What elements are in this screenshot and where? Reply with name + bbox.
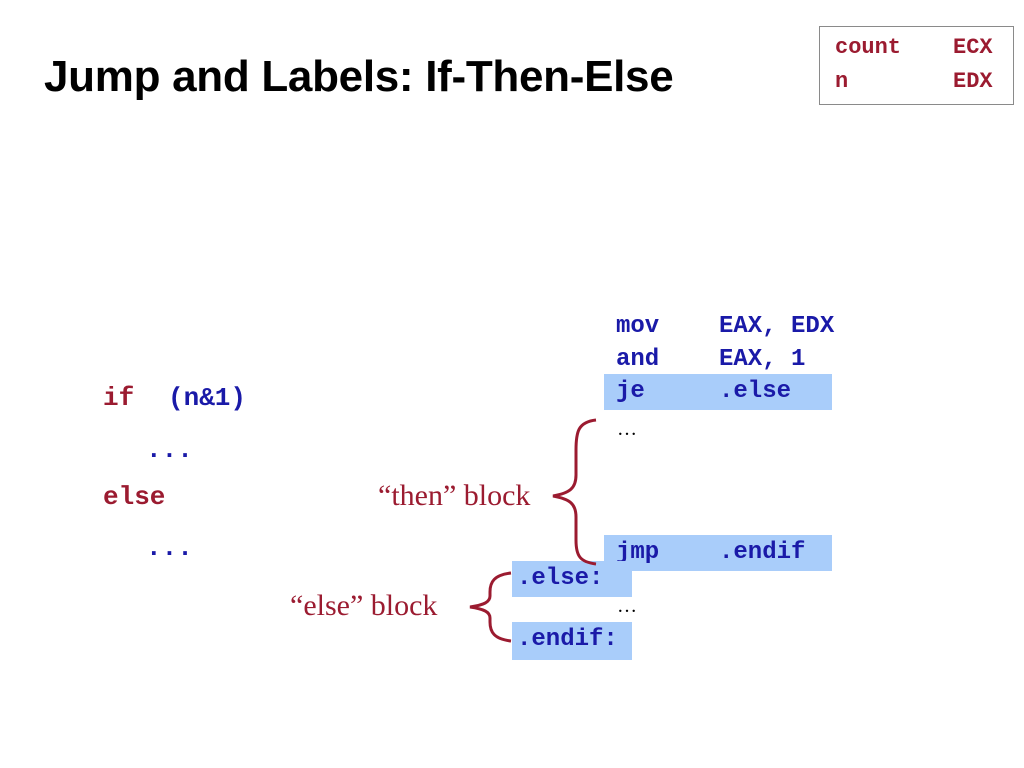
then-block-label: “then” block [378,479,531,512]
asm-endif-label: .endif: [517,626,618,653]
asm-mov-args: EAX, EDX [719,313,835,340]
else-block-brace [469,571,512,643]
c-if-keyword: if [103,383,135,413]
asm-je-highlight [604,374,832,410]
else-block-label: “else” block [290,589,438,622]
asm-and-op: and [616,346,660,373]
c-else-body: ... [146,533,193,563]
asm-je-op: je [616,378,645,405]
then-block-brace [552,418,597,566]
slide-title: Jump and Labels: If-Then-Else [44,52,674,101]
asm-then-ellipsis: … [617,418,637,440]
asm-else-label-highlight [512,561,632,597]
asm-jmp-args: .endif [719,539,806,566]
asm-mov-op: mov [616,313,660,340]
c-then-body: ... [146,435,193,465]
asm-endif-label-highlight [512,622,632,660]
asm-and-args: EAX, 1 [719,346,806,373]
asm-jmp-highlight [604,535,832,571]
register-name-edx: EDX [953,69,993,94]
register-name-ecx: ECX [953,35,993,60]
c-if-condition: (n&1) [168,383,247,413]
c-else-keyword: else [103,482,166,512]
register-var-count: count [835,35,902,60]
asm-else-ellipsis: … [617,595,637,617]
asm-je-args: .else [719,378,792,405]
register-map-box [819,26,1014,105]
register-var-n: n [835,69,849,94]
asm-else-label: .else: [517,565,604,592]
